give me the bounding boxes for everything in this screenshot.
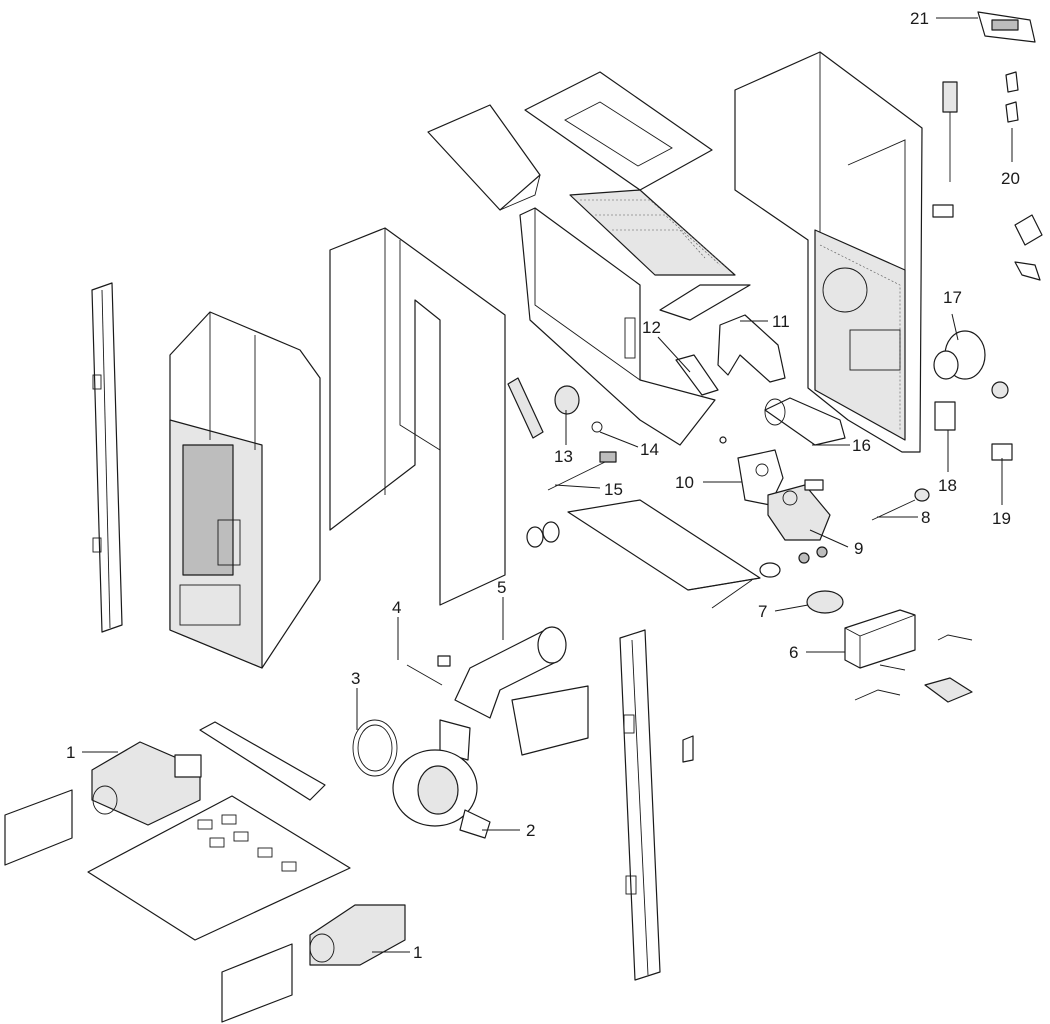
callout-11: 11: [772, 312, 790, 331]
air-intake-pipe: [717, 314, 786, 383]
burner-rod-left: [507, 377, 544, 439]
small-rear-panel: [511, 685, 589, 756]
callout-21: 21: [910, 9, 929, 28]
auger-bracket-10: [737, 449, 784, 506]
heat-exchanger-grille: [569, 189, 736, 276]
flue-pipe-elbow: [454, 626, 567, 719]
top-deflector-plate: [427, 104, 541, 211]
flue-adapter-17: [933, 330, 986, 380]
left-frame-rail: [91, 282, 123, 633]
callout-14: 14: [640, 440, 659, 459]
nuts-bolts: [719, 436, 828, 564]
callout-19: 19: [992, 509, 1011, 528]
callout-6: 6: [789, 643, 798, 662]
smoke-extraction-fan: [392, 719, 491, 839]
level-sensor-20: [932, 71, 1019, 218]
lower-bracket-bar: [199, 721, 326, 801]
callout-13: 13: [554, 447, 573, 466]
convection-fan-lower: [309, 904, 406, 966]
base-plate: [87, 795, 351, 941]
convection-fan-upper: [91, 741, 202, 826]
cover-panel-left: [4, 789, 73, 866]
damper-plate-12: [675, 354, 719, 396]
pressure-switch-7: [806, 590, 844, 614]
flex-air-hose: [764, 397, 846, 446]
fan-gasket-ring: [352, 719, 398, 777]
wiring-harness: [854, 634, 973, 703]
switch-18: [934, 401, 956, 431]
gasket-rings: [526, 521, 560, 548]
temperature-probe: [711, 579, 753, 609]
grommet: [759, 562, 781, 578]
callout-20: 20: [1001, 169, 1020, 188]
top-cover-plate: [524, 71, 713, 191]
callout-17: 17: [943, 288, 962, 307]
auger-motor-9: [767, 484, 831, 541]
callout-7: 7: [758, 602, 767, 621]
leader-lines: [82, 17, 1013, 953]
center-frame-rail: [619, 629, 661, 981]
clip-part-4: [406, 655, 451, 686]
callout-4: 4: [392, 598, 401, 617]
callout-2: 2: [526, 821, 535, 840]
cover-panel-bottom: [221, 943, 293, 1023]
callout-10: 10: [675, 473, 694, 492]
control-board-6: [844, 609, 916, 669]
callout-8: 8: [921, 508, 930, 527]
callout-18: 18: [938, 476, 957, 495]
callout-15: 15: [604, 480, 623, 499]
callout-1-lower: 1: [413, 943, 422, 962]
thermocouple-14: [591, 421, 603, 433]
baffle-plate: [659, 284, 751, 321]
power-socket-19: [991, 381, 1013, 461]
callout-5: 5: [497, 578, 506, 597]
callout-16: 16: [852, 436, 871, 455]
callout-12: 12: [642, 318, 661, 337]
combustion-chamber-panel: [519, 207, 716, 446]
bracket-clip: [682, 735, 694, 763]
callout-labels: 1 1 2 3 4 5 6 7 8 9 10 11 12 13 14 15 16…: [66, 9, 1020, 962]
callout-1-upper: 1: [66, 743, 75, 762]
stove-body: [169, 311, 321, 669]
callout-3: 3: [351, 669, 360, 688]
rear-cabinet-panel: [734, 51, 923, 453]
igniter-sleeve-13: [554, 385, 580, 415]
control-display-21: [977, 11, 1036, 43]
hinge-clips: [1014, 214, 1043, 281]
cabinet-side-panel: [329, 227, 506, 606]
callout-9: 9: [854, 539, 863, 558]
ash-tray-plate: [567, 499, 761, 591]
